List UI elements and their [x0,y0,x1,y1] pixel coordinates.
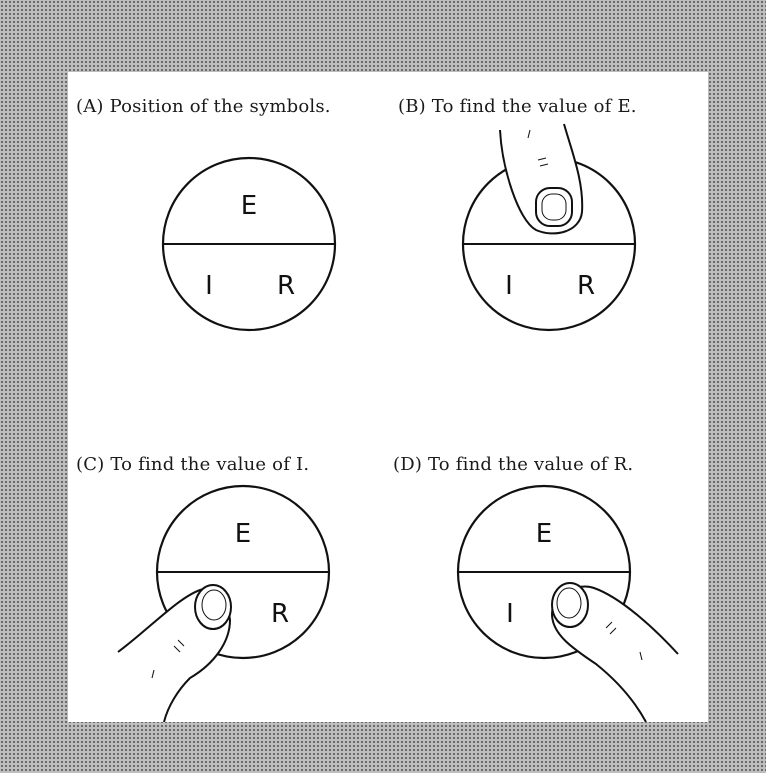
pointing-finger-icon [550,582,679,722]
circle-d: E I [456,484,679,722]
symbol-r: R [271,599,289,629]
symbol-e: E [536,519,552,549]
diagram-panel: (A) Position of the symbols. (B) To find… [68,72,708,722]
symbol-r: R [277,271,295,301]
pointing-finger-icon [499,123,584,235]
symbol-e: E [241,191,257,221]
circle-a: E I R [161,156,337,332]
symbol-i: I [505,271,513,301]
caption-c: (C) To find the value of I. [76,454,310,475]
circle-b: I R [461,123,637,332]
pointing-finger-icon [117,584,232,722]
caption-b: (B) To find the value of E. [398,96,637,117]
caption-a: (A) Position of the symbols. [76,96,331,117]
symbol-i: I [205,271,213,301]
symbol-r: R [577,271,595,301]
caption-d: (D) To find the value of R. [393,454,634,475]
circle-c: E R [117,484,331,722]
ohms-law-circles: E I R I R E R [117,123,679,722]
symbol-i: I [506,599,514,629]
symbol-e: E [235,519,251,549]
